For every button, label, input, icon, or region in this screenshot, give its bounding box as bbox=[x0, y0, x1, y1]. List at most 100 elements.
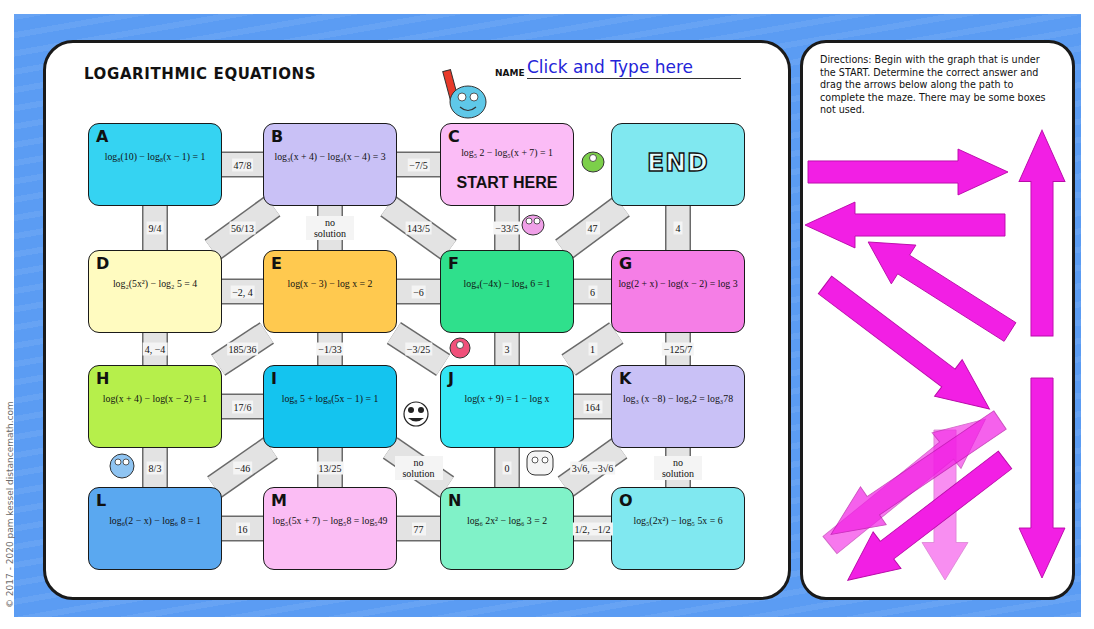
answer-label: 0 bbox=[503, 461, 512, 474]
path-outline bbox=[222, 152, 263, 178]
path-fill bbox=[667, 206, 690, 250]
maze-box: Ilog₈ 5 + log₈(5x − 1) = 1 bbox=[263, 365, 397, 448]
path-outline bbox=[494, 333, 520, 365]
end-label: END bbox=[612, 148, 744, 177]
directions-panel: Directions: Begin with the graph that is… bbox=[800, 40, 1075, 600]
path-outline bbox=[574, 394, 611, 420]
maze-box: Glog(2 + x) − log(x − 2) = log 3 bbox=[611, 250, 745, 333]
path-outline bbox=[494, 206, 520, 250]
maze-path bbox=[394, 333, 443, 365]
answer-label: 47/8 bbox=[232, 158, 254, 171]
answer-label: −6 bbox=[411, 285, 426, 298]
box-letter: N bbox=[448, 491, 461, 510]
path-outline bbox=[388, 206, 449, 250]
path-fill bbox=[563, 206, 622, 250]
path-outline bbox=[222, 279, 263, 305]
equation: log₅(2x²) − log₅ 5x = 6 bbox=[615, 514, 741, 527]
worksheet-panel: LOGARITHMIC EQUATIONSNAMEClick and Type … bbox=[43, 40, 791, 600]
equation: log(x + 4) − log(x − 2) = 1 bbox=[92, 392, 218, 405]
answer-label: 185/36 bbox=[227, 343, 259, 356]
path-fill bbox=[565, 448, 620, 487]
path-fill bbox=[222, 395, 263, 418]
path-outline bbox=[142, 206, 168, 250]
path-fill bbox=[144, 206, 167, 250]
equation: log₃ (x −8) − log₃2 = log₃78 bbox=[615, 392, 741, 405]
box-letter: M bbox=[271, 491, 287, 510]
equation: log(x + 9) = 1 − log x bbox=[444, 392, 570, 405]
equation: log₃(x + 4) − log₃(x − 4) = 3 bbox=[267, 150, 393, 163]
name-field: Click and Type here bbox=[527, 57, 741, 79]
path-fill bbox=[222, 153, 263, 176]
box-letter: G bbox=[619, 254, 632, 273]
answer-label: 143/5 bbox=[405, 222, 432, 235]
path-outline bbox=[397, 279, 440, 305]
answer-label: 3 bbox=[503, 343, 512, 356]
answer-label: −125/7 bbox=[662, 343, 694, 356]
path-fill bbox=[222, 517, 263, 540]
answer-label: 13/25 bbox=[317, 461, 344, 474]
maze-box: Dlog₂(5x²) − log₂ 5 = 4 bbox=[88, 250, 222, 333]
path-outline bbox=[212, 206, 273, 250]
maze-box: Blog₃(x + 4) − log₃(x − 4) = 3 bbox=[263, 123, 397, 206]
answer-label: no solution bbox=[395, 456, 443, 480]
maze-box: Olog₅(2x²) − log₅ 5x = 6 bbox=[611, 487, 745, 570]
box-letter: C bbox=[448, 127, 460, 146]
path-outline bbox=[390, 448, 447, 487]
path-fill bbox=[496, 448, 519, 487]
equation: log(2 + x) − log(x − 2) = log 3 bbox=[615, 277, 741, 290]
copyright-note: © 2017 - 2020 pam kessel distancemath.co… bbox=[5, 401, 15, 608]
path-fill bbox=[215, 448, 271, 487]
answer-label: 3√6, −3√6 bbox=[570, 461, 616, 474]
path-outline bbox=[569, 333, 617, 365]
answer-label: no solution bbox=[306, 216, 354, 240]
equation: log₄(−4x) − log₄ 6 = 1 bbox=[444, 277, 570, 290]
maze-box: Jlog(x + 9) = 1 − log x bbox=[440, 365, 574, 448]
equation: log₅(5x + 7) − log₅8 = log₅49 bbox=[267, 514, 393, 527]
maze-path bbox=[215, 448, 271, 487]
path-outline bbox=[574, 279, 611, 305]
path-fill bbox=[574, 280, 611, 303]
path-outline bbox=[317, 333, 343, 365]
maze-box: Nlog₆ 2x² − log₆ 3 = 2 bbox=[440, 487, 574, 570]
maze-box: Clog₅ 2 − log₅(x + 7) = 1START HERE bbox=[440, 123, 574, 206]
answer-label: 47 bbox=[586, 222, 600, 235]
answer-label: −3/25 bbox=[405, 343, 432, 356]
maze-path bbox=[563, 206, 622, 250]
answer-label: 77 bbox=[412, 522, 426, 535]
path-outline bbox=[218, 333, 267, 365]
maze-path bbox=[212, 206, 273, 250]
maze-path bbox=[565, 448, 620, 487]
directions-text: Directions: Begin with the graph that is… bbox=[820, 54, 1058, 117]
box-letter: H bbox=[96, 369, 109, 388]
maze-box: Flog₄(−4x) − log₄ 6 = 1 bbox=[440, 250, 574, 333]
path-fill bbox=[496, 333, 519, 365]
equation: log₆ 2x² − log₆ 3 = 2 bbox=[444, 514, 570, 527]
box-letter: A bbox=[96, 127, 108, 146]
worksheet-title: LOGARITHMIC EQUATIONS bbox=[84, 65, 316, 83]
path-fill bbox=[574, 395, 611, 418]
equation: log₆(2 − x) − log₆ 8 = 1 bbox=[92, 514, 218, 527]
path-fill bbox=[144, 448, 167, 487]
answer-label: 56/13 bbox=[229, 222, 256, 235]
answer-label: −1/33 bbox=[316, 343, 343, 356]
path-fill bbox=[212, 206, 273, 250]
answer-label: −7/5 bbox=[407, 158, 429, 171]
maze-path bbox=[218, 333, 267, 365]
answer-label: 164 bbox=[583, 400, 602, 413]
path-fill bbox=[218, 333, 267, 365]
path-outline bbox=[397, 152, 440, 178]
maze-box: Llog₆(2 − x) − log₆ 8 = 1 bbox=[88, 487, 222, 570]
path-outline bbox=[397, 516, 440, 542]
box-letter: K bbox=[619, 369, 631, 388]
path-outline bbox=[142, 333, 168, 365]
answer-label: −2, 4 bbox=[230, 285, 255, 298]
path-outline bbox=[563, 206, 622, 250]
answer-label: 17/6 bbox=[232, 400, 254, 413]
box-letter: D bbox=[96, 254, 109, 273]
path-outline bbox=[215, 448, 271, 487]
path-fill bbox=[397, 517, 440, 540]
path-outline bbox=[494, 448, 520, 487]
start-label: START HERE bbox=[441, 174, 573, 192]
equation: log₂(5x²) − log₂ 5 = 4 bbox=[92, 277, 218, 290]
maze-path bbox=[390, 448, 447, 487]
